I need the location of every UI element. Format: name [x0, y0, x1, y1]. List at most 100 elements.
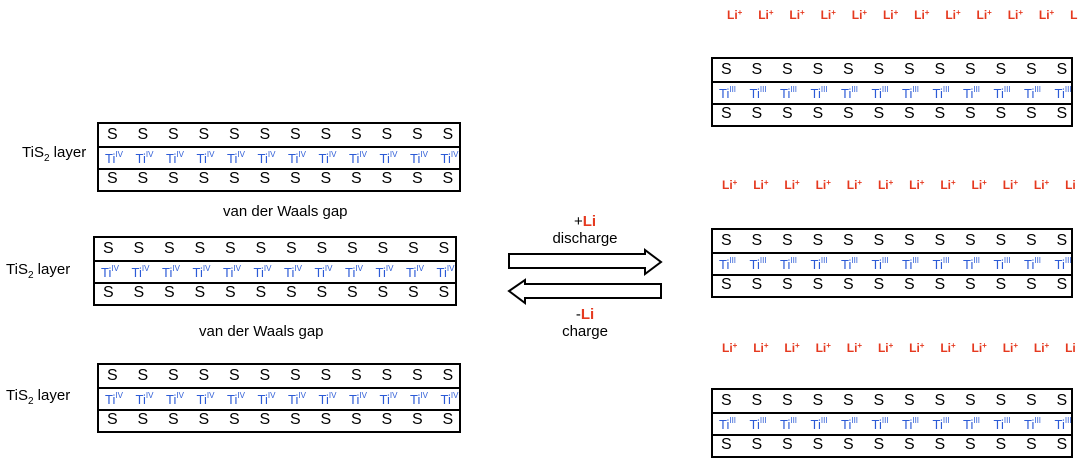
- s-atom: S: [1056, 436, 1068, 453]
- ti-atom: TiIII: [1054, 256, 1072, 272]
- s-atom: S: [873, 105, 885, 122]
- s-atom: S: [320, 126, 332, 143]
- s-atom: S: [381, 126, 393, 143]
- ti-atom: TiIV: [196, 391, 215, 407]
- li-ion: Li+: [758, 8, 774, 22]
- s-atom: S: [377, 240, 389, 257]
- ti-atom: TiIII: [780, 85, 798, 101]
- ti-atom: TiIV: [318, 391, 337, 407]
- s-atom: S: [965, 436, 976, 453]
- ti-atom: TiIV: [257, 150, 276, 166]
- s-atom: S: [721, 61, 732, 78]
- ti-atom: TiIII: [1054, 416, 1072, 432]
- s-atom: S: [137, 367, 149, 384]
- s-atom: S: [412, 170, 423, 187]
- s-atom: S: [751, 436, 763, 453]
- ti-atom: TiIV: [284, 264, 302, 280]
- s-atom: S: [934, 436, 946, 453]
- s-atom: S: [259, 126, 271, 143]
- s-atom: S: [107, 170, 118, 187]
- s-atom: S: [904, 276, 915, 293]
- ti-atom: TiIII: [871, 85, 889, 101]
- ti-atom: TiIV: [257, 391, 276, 407]
- li-ion: Li+: [1002, 341, 1019, 355]
- s-atom: S: [1026, 276, 1037, 293]
- s-atom: S: [995, 105, 1007, 122]
- s-atom: S: [843, 232, 854, 249]
- ti-atom: TiIII: [810, 85, 828, 101]
- s-atom: S: [198, 367, 210, 384]
- li-ion: Li+: [784, 178, 800, 192]
- ti-atom: TiIV: [288, 150, 306, 166]
- s-atom: S: [103, 240, 114, 257]
- ti-atom: TiIV: [436, 264, 455, 280]
- s-atom: S: [1056, 105, 1068, 122]
- ti-atom: TiIV: [440, 150, 459, 166]
- s-atom: S: [812, 436, 824, 453]
- s-atom: S: [438, 284, 450, 301]
- s-atom: S: [782, 436, 793, 453]
- ti-atom: TiIII: [993, 416, 1011, 432]
- li-ion: Li+: [820, 8, 836, 22]
- s-atom: S: [1056, 61, 1068, 78]
- li-ion: Li+: [877, 341, 894, 355]
- s-atom: S: [168, 170, 179, 187]
- s-atom: S: [255, 284, 267, 301]
- s-atom: S: [782, 105, 793, 122]
- li-ion: Li+: [940, 178, 956, 192]
- ti-atom: TiIV: [410, 150, 428, 166]
- s-atom: S: [812, 392, 824, 409]
- s-atom: S: [904, 232, 915, 249]
- s-atom: S: [225, 240, 236, 257]
- s-atom: S: [1056, 232, 1068, 249]
- forward-arrow: [508, 248, 663, 276]
- ti-atom: TiIV: [227, 150, 245, 166]
- s-atom: S: [965, 392, 976, 409]
- ti-atom: TiIV: [314, 264, 333, 280]
- s-atom: S: [934, 232, 946, 249]
- s-atom: S: [751, 105, 763, 122]
- s-atom: S: [1026, 61, 1037, 78]
- s-atom: S: [107, 411, 118, 428]
- ti-atom: TiIII: [932, 85, 950, 101]
- s-atom: S: [904, 61, 915, 78]
- s-atom: S: [133, 284, 145, 301]
- s-atom: S: [351, 126, 362, 143]
- li-ion: Li+: [753, 341, 769, 355]
- s-atom: S: [812, 61, 824, 78]
- s-atom: S: [286, 284, 297, 301]
- s-atom: S: [965, 276, 976, 293]
- s-atom: S: [843, 436, 854, 453]
- s-atom: S: [934, 276, 946, 293]
- discharge-label: +Li discharge: [552, 213, 618, 247]
- s-atom: S: [751, 392, 763, 409]
- s-atom: S: [194, 240, 206, 257]
- li-ion-truncated: Li: [1065, 178, 1076, 192]
- ti-atom: TiIII: [780, 416, 798, 432]
- s-atom: S: [225, 284, 236, 301]
- li-ion: Li+: [877, 178, 894, 192]
- vdw-gap-label-1: van der Waals gap: [223, 203, 348, 220]
- s-atom: S: [965, 232, 976, 249]
- li-ion: Li+: [909, 341, 925, 355]
- ti-atom: TiIII: [1024, 256, 1042, 272]
- s-atom: S: [995, 61, 1007, 78]
- s-atom: S: [107, 126, 118, 143]
- s-atom: S: [812, 232, 824, 249]
- s-atom: S: [442, 126, 454, 143]
- ti-atom: TiIV: [166, 150, 184, 166]
- li-ion: Li+: [971, 341, 987, 355]
- s-atom: S: [316, 240, 328, 257]
- s-atom: S: [904, 392, 915, 409]
